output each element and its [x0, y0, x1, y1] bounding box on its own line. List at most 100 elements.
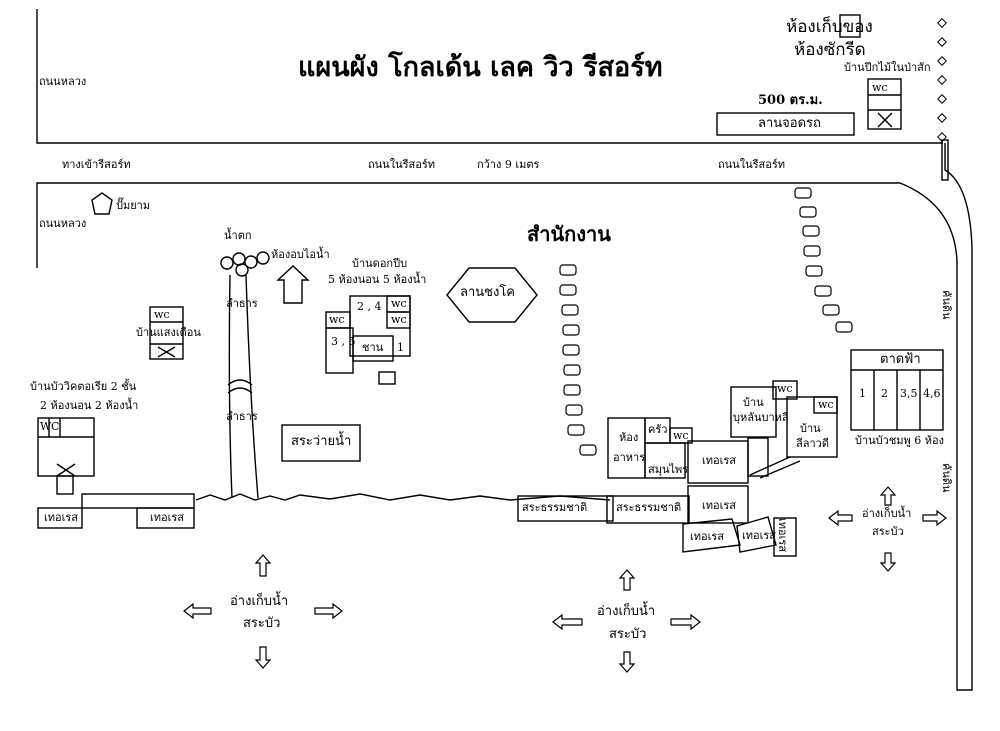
stream-label-1: ลำธาร	[226, 297, 258, 310]
dokpeep-wc-2: wc	[391, 313, 407, 326]
parking-lot	[716, 112, 855, 136]
entrance-label: ทางเข้ารีสอร์ท	[62, 158, 131, 171]
villa-label-1: บ้านบัววิคตอเรีย 2 ชั้น	[30, 380, 137, 393]
lilawadee-label-1: บ้าน	[800, 422, 821, 435]
stream-label-2: ลำธาร	[226, 410, 258, 423]
walkway	[749, 456, 801, 479]
lilawadee-building	[786, 396, 838, 458]
herbs-label: สมุนไพร	[648, 463, 689, 476]
dokpeep-label-1: บ้านดอกปีบ	[352, 257, 408, 270]
saengduan-label: บ้านแสงเดือน	[136, 326, 201, 339]
villa-house	[37, 417, 95, 495]
teak-house-label: บ้านปีกไม้ในป่าสัก	[844, 61, 931, 74]
inner-road-label-1: ถนนในรีสอร์ท	[368, 158, 435, 171]
terrace-label-right-5: เทอเรส	[776, 518, 789, 552]
natural-pool-label-right: สระธรรมชาติ	[616, 501, 682, 514]
tadfa-room-4: 4,6	[923, 387, 941, 400]
tadfa-house	[850, 349, 944, 431]
shoreline	[195, 493, 611, 501]
tadfa-room-2: 2	[881, 387, 888, 400]
villa-wc-w: W	[40, 420, 52, 433]
waterfall-trees	[220, 251, 270, 277]
pinkhouse-label-2: บุหลันบาหลี	[733, 411, 789, 424]
road-width-label: กว้าง 9 เมตร	[477, 158, 540, 171]
pinkhouse-label-1: บ้าน	[743, 396, 764, 409]
stream-left-bank	[228, 274, 233, 499]
highway-bottom-line	[36, 143, 973, 691]
swimming-pool	[281, 424, 361, 462]
storage-label-2: ห้องซักรีด	[794, 40, 866, 60]
highway-label-bottom: ถนนหลวง	[39, 217, 87, 230]
tadfa-room-3: 3,5	[900, 387, 918, 400]
dokpeep-label-2: 5 ห้องนอน 5 ห้องน้ำ	[328, 273, 427, 286]
dokpeep-wc-1: wc	[391, 297, 407, 310]
terrace-label-right-1: เทอเรส	[702, 454, 736, 467]
stream-break	[227, 379, 253, 394]
reservoir-label-right: อ่างเก็บน้ำ	[862, 507, 912, 520]
area-size-label: 500 ตร.ม.	[758, 93, 823, 108]
teak-wc-label: wc	[872, 81, 888, 94]
storage-label-1: ห้องเก็บของ	[786, 17, 873, 37]
page-title: แผนผัง โกลเด้น เลค วิว รีสอร์ท	[298, 52, 663, 83]
changkho-label: ลานชงโค	[460, 285, 516, 300]
sauna-label: ห้องอบไอน้ำ	[271, 248, 330, 261]
dokpeep-house	[325, 295, 411, 385]
highway-label-top: ถนนหลวง	[39, 75, 87, 88]
natural-pool-left	[517, 495, 614, 522]
lilawadee-label-2: ลีลาวดี	[796, 437, 829, 450]
lilawadee-wc: wc	[818, 398, 834, 411]
villa-label-2: 2 ห้องนอน 2 ห้องน้ำ	[40, 399, 139, 412]
kitchen-wc: wc	[673, 429, 689, 442]
restaurant-complex	[606, 417, 797, 557]
dokpeep-rooms-35: 3 , 5	[331, 335, 356, 348]
tadfa-label: ตาดฟ้า	[880, 352, 921, 367]
fence-diamonds	[937, 18, 947, 142]
parking-label: ลานจอดรถ	[758, 116, 821, 131]
natural-pool-label-left: สระธรรมชาติ	[522, 501, 588, 514]
dyke-label-1: คันดิน	[940, 290, 953, 320]
stream-right-bank	[245, 274, 259, 499]
restaurant-label-1: ห้อง	[619, 431, 639, 444]
gas-station-label: ปั๊มยาม	[116, 199, 151, 212]
kitchen-label: ครัว	[648, 423, 668, 436]
dokpeep-porch: ชาน	[362, 341, 384, 354]
chomphu-label: บ้านบัวชมพู 6 ห้อง	[855, 434, 945, 447]
lotus-label-mid: สระบัว	[609, 627, 647, 642]
teak-house	[867, 78, 902, 130]
stepping-stones-office	[559, 264, 597, 456]
pinkhouse-wc: wc	[777, 382, 793, 395]
lotus-label-left: สระบัว	[243, 616, 281, 631]
dokpeep-wc-3: wc	[329, 313, 345, 326]
reservoir-label-left: อ่างเก็บน้ำ	[230, 594, 289, 609]
highway-top-line	[36, 9, 943, 144]
sauna-hut	[276, 265, 310, 304]
dyke-label-2: คันดิน	[940, 463, 953, 493]
office-label: สำนักงาน	[527, 222, 611, 246]
gas-station-icon	[91, 192, 113, 215]
stepping-stones-east	[794, 187, 853, 333]
pinkhouse-building	[730, 380, 798, 438]
pool-label: สระว่ายน้ำ	[291, 434, 352, 449]
changkho-courtyard	[446, 267, 538, 323]
restaurant-label-2: อาหาร	[613, 451, 646, 464]
boardwalk	[81, 493, 195, 509]
dokpeep-rooms-24: 2 , 4	[357, 300, 382, 313]
terrace-label-mid: เทอเรส	[150, 511, 184, 524]
terrace-label-left: เทอเรส	[44, 511, 78, 524]
tadfa-room-1: 1	[859, 387, 866, 400]
terrace-label-right-2: เทอเรส	[702, 499, 736, 512]
saengduan-wc: wc	[154, 308, 170, 321]
reservoir-label-mid: อ่างเก็บน้ำ	[597, 604, 656, 619]
arrows	[183, 486, 947, 673]
terrace-left	[37, 507, 83, 529]
terrace-label-right-4: เทอเรส	[742, 529, 776, 542]
villa-wc-c: C	[51, 420, 60, 433]
terrace-label-right-3: เทอเรส	[690, 530, 724, 543]
lotus-label-right: สระบัว	[872, 525, 904, 538]
waterfall-label: น้ำตก	[224, 229, 252, 242]
storage-building	[839, 14, 861, 38]
saengduan-house	[149, 306, 184, 360]
inner-road-label-2: ถนนในรีสอร์ท	[718, 158, 785, 171]
dokpeep-room-1: 1	[397, 341, 404, 354]
